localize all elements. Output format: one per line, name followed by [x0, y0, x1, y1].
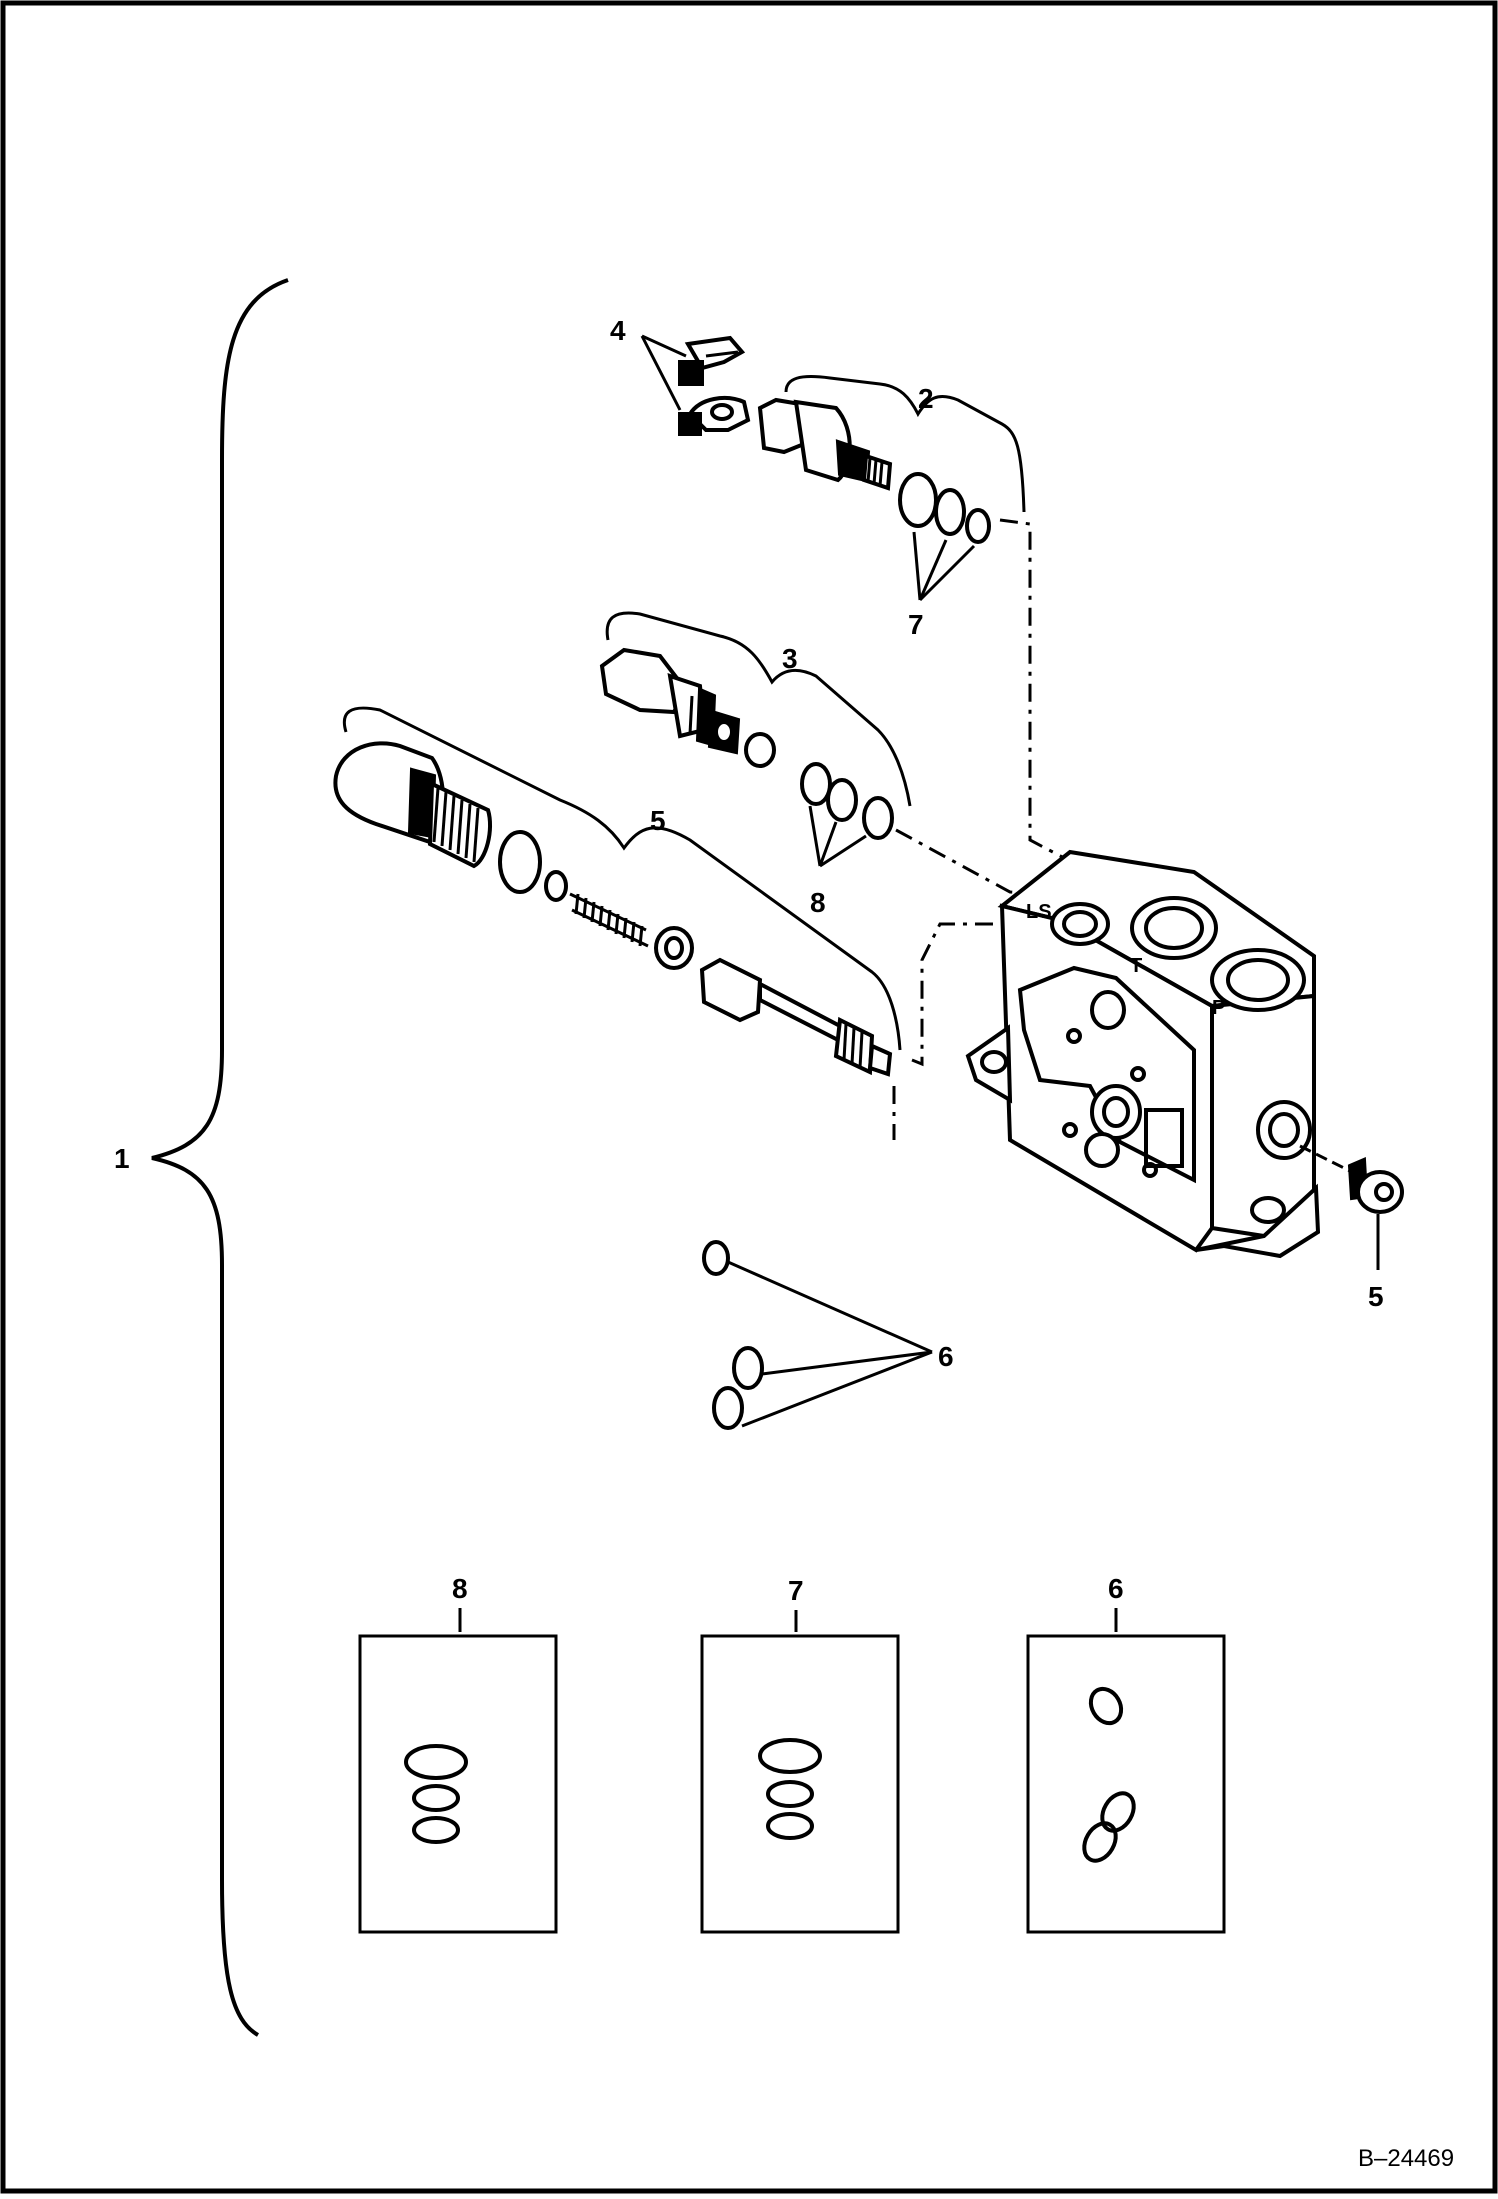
- leader-6b: [761, 1350, 933, 1376]
- callout-4: 4: [610, 315, 626, 346]
- callout-7: 7: [908, 609, 924, 640]
- spool-spring: [569, 892, 649, 948]
- callout-6: 6: [938, 1341, 954, 1372]
- leader-8c: [819, 834, 867, 868]
- spool-cap: [333, 741, 493, 869]
- valve-body: [965, 849, 1321, 1259]
- port-p-label: P: [1212, 997, 1225, 1019]
- orings-8: [800, 762, 894, 840]
- kit-7: 7: [700, 1575, 900, 1934]
- leader-7c: [918, 544, 976, 602]
- spool-spring-seat: [654, 926, 694, 970]
- leader-6c: [741, 1350, 933, 1428]
- callout-2: 2: [918, 383, 934, 414]
- bracket-5: [342, 706, 902, 1051]
- bracket-2: [784, 375, 1026, 513]
- kit-6-label: 6: [1108, 1573, 1124, 1604]
- kit-6: 6: [1026, 1573, 1226, 1934]
- callout-1: 1: [114, 1143, 130, 1174]
- orings-6: [702, 1240, 764, 1430]
- spool: [699, 957, 893, 1077]
- clamp-lower: [678, 396, 751, 436]
- spool-washer: [544, 870, 568, 902]
- leader-4a: [641, 334, 687, 358]
- callout-3: 3: [782, 643, 798, 674]
- leader-7b: [918, 539, 948, 601]
- clamp-upper: [678, 335, 746, 386]
- leader-8b: [818, 821, 838, 867]
- dashed-2: [999, 518, 1069, 862]
- dashed-3: [895, 828, 1037, 896]
- assembly-brace: [151, 278, 289, 2037]
- leader-6a: [727, 1260, 933, 1354]
- dashed-5: [892, 922, 1008, 1140]
- relief-valve-upper: [757, 397, 893, 491]
- leader-7a: [912, 531, 922, 601]
- leader-4b: [640, 335, 682, 411]
- kit-8: 8: [358, 1573, 558, 1934]
- callout-5: 5: [650, 805, 666, 836]
- plug: [1347, 1157, 1404, 1214]
- kit-7-label: 7: [788, 1575, 804, 1606]
- kit-8-label: 8: [452, 1573, 468, 1604]
- relief-valve-middle: [599, 647, 776, 768]
- bracket-3: [605, 611, 912, 807]
- callout-8: 8: [810, 887, 826, 918]
- callout-5-plug: 5: [1368, 1281, 1384, 1312]
- spool-oring: [498, 830, 542, 894]
- dashed-plug: [1299, 1144, 1353, 1174]
- leader-8a: [808, 805, 822, 867]
- port-ls-label: LS: [1026, 901, 1052, 923]
- port-t-label: T: [1130, 955, 1142, 977]
- figure-id: B–24469: [1358, 2145, 1454, 2172]
- orings-7: [898, 472, 991, 544]
